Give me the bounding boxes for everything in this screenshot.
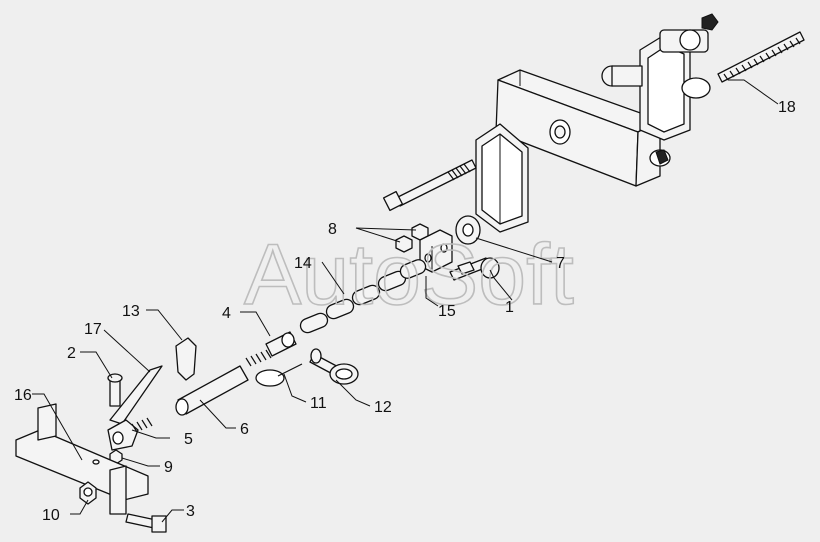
spring-clip xyxy=(175,337,197,381)
nuts xyxy=(395,223,429,253)
part-labels: 1 2 3 4 5 6 7 8 9 10 11 12 13 14 15 16 1… xyxy=(14,99,796,524)
label-17: 17 xyxy=(84,321,102,338)
threaded-rod xyxy=(717,31,805,83)
clamp-plate xyxy=(419,229,453,273)
label-16: 16 xyxy=(14,387,32,404)
turnbuckle-tube xyxy=(175,365,249,416)
label-4: 4 xyxy=(222,305,231,322)
label-13: 13 xyxy=(122,303,140,320)
label-15: 15 xyxy=(438,303,456,320)
label-7: 7 xyxy=(556,255,565,272)
label-3: 3 xyxy=(186,503,195,520)
long-bolt xyxy=(382,159,477,212)
bracket-plate xyxy=(475,123,529,233)
label-6: 6 xyxy=(240,421,249,438)
label-9: 9 xyxy=(164,459,173,476)
plate-bolts xyxy=(449,257,500,281)
label-14: 14 xyxy=(294,255,312,272)
label-11: 11 xyxy=(310,395,327,412)
chain xyxy=(299,259,427,334)
hitch-pin xyxy=(309,348,359,385)
drawbar-beam xyxy=(495,69,661,187)
crossbar xyxy=(15,403,149,515)
hex-bolt xyxy=(125,513,167,533)
label-1: 1 xyxy=(505,299,514,316)
label-8: 8 xyxy=(328,221,337,238)
lock-nut xyxy=(79,481,97,505)
watermark-text: AutoSoft xyxy=(244,227,574,323)
leader-lines xyxy=(32,79,779,523)
ring-clip xyxy=(255,363,303,387)
washer xyxy=(455,215,481,245)
small-bolt xyxy=(107,373,123,407)
label-18: 18 xyxy=(778,99,796,116)
label-5: 5 xyxy=(184,431,193,448)
label-10: 10 xyxy=(42,507,60,524)
clevis-upper xyxy=(245,331,297,367)
label-12: 12 xyxy=(374,399,392,416)
label-2: 2 xyxy=(67,345,76,362)
hitch-head xyxy=(601,13,719,167)
clevis-lower xyxy=(107,417,153,451)
latch-lever xyxy=(109,365,163,425)
